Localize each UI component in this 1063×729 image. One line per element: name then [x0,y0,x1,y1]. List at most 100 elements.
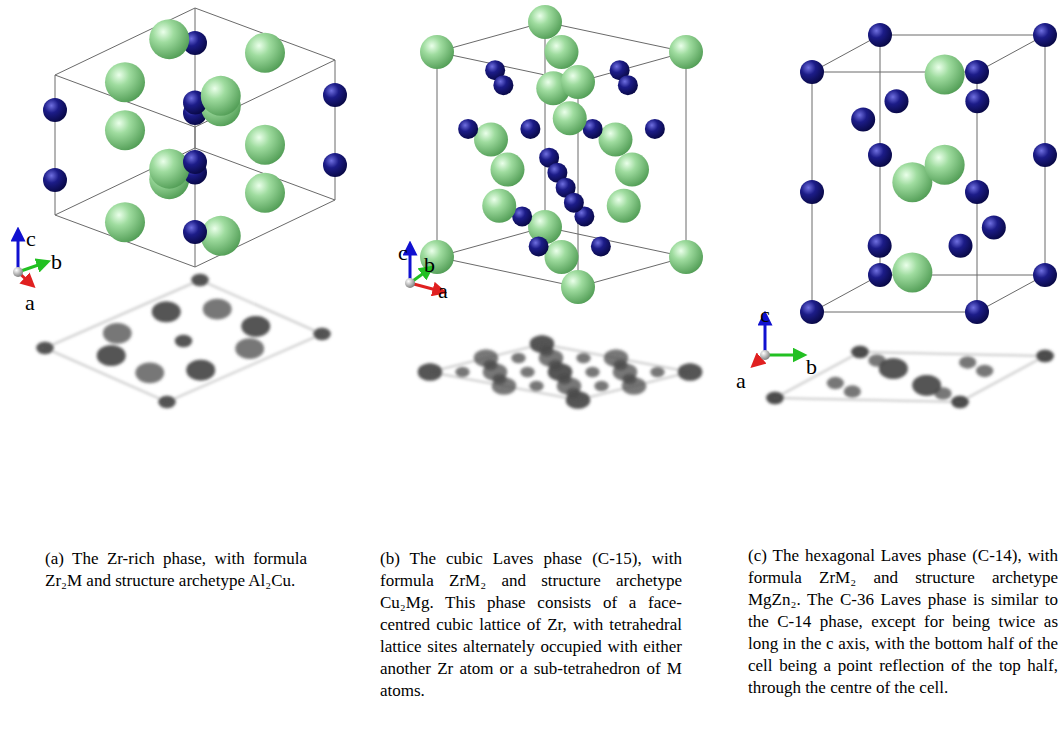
zr-atom [925,145,965,185]
atom-shadow [678,363,702,381]
m-atom [323,83,347,107]
m-atom [529,236,549,256]
atom-shadow [851,346,868,358]
axis-origin [405,278,415,288]
atom-shadow [566,391,590,409]
b-axis-arrow [765,354,800,357]
atom-shadow [418,363,442,381]
m-atom [851,107,875,131]
zr-atom [201,76,241,116]
shadow-b [418,335,702,409]
zr-atom [561,65,595,99]
cell-edge [880,35,1045,36]
figure-caption: (c) The hexagonal Laves phase (C-14), wi… [748,545,1058,699]
atom-shadow [1036,350,1053,362]
atom-shadow [103,323,132,344]
atom-shadow [186,360,215,381]
m-atom [1033,23,1057,47]
axis-label: b [806,354,817,379]
atom-shadow [678,363,702,381]
zr-atom [925,55,965,95]
m-atom [800,180,824,204]
m-atom [965,300,989,324]
m-atom [183,150,207,174]
zr-atom [201,216,241,256]
zr-atom [245,173,285,213]
zr-atom [105,110,145,150]
atom-shadow [235,338,264,359]
m-atom [868,263,892,287]
m-atom [43,168,67,192]
atom-shadow [175,335,192,347]
shadow-a [36,274,330,408]
unit-cell-a [43,8,347,267]
m-atom [965,89,989,113]
atom-shadow [455,367,469,377]
m-atom [323,153,347,177]
atom-shadow [203,299,232,320]
zr-atom [245,125,285,165]
axis-label: b [424,252,435,277]
atom-shadow [97,345,126,366]
atom-shadow [1036,350,1053,362]
axis-label: c [26,226,36,251]
m-atom [868,143,892,167]
atom-shadow [418,363,442,381]
atom-shadow [879,358,908,379]
axis-origin [760,350,770,360]
atom-shadow [175,335,192,347]
m-atom [43,98,67,122]
atom-shadow [827,377,844,389]
m-atom [564,193,584,213]
shadow-outline [45,280,322,402]
atom-shadow [492,377,516,395]
shadow-outline [430,344,690,400]
c-axis-arrow [409,248,412,283]
m-atom [800,60,824,84]
m-atom [1033,143,1057,167]
zr-atom [149,149,189,189]
atom-shadow [511,353,525,363]
shadow-outline [775,352,1045,402]
atom-shadow [566,391,590,409]
atom-shadow [313,328,330,340]
m-atom [949,234,973,258]
atom-shadow [36,342,53,354]
atom-shadow [241,316,270,337]
zr-atom [599,123,633,157]
axis-label: a [25,290,35,315]
cell-edge [437,52,438,257]
zr-atom [615,153,649,187]
axis-label: c [760,302,770,327]
cell-edge [812,312,977,313]
zr-atom [669,35,703,69]
atom-shadow [529,381,543,391]
m-atom [965,60,989,84]
axis-label: a [736,368,746,393]
atom-shadow [191,274,208,286]
zr-atom [553,101,587,135]
atom-shadow [241,316,270,337]
zr-atom [892,252,932,292]
atom-shadow [959,356,976,368]
m-atom [183,220,207,244]
atom-shadow [934,387,951,399]
projection-shadows [36,274,1053,409]
atom-shadow [186,360,215,381]
figure-caption: (a) The Zr-rich phase, with formula Zr₂M… [45,548,307,592]
axis-label: b [51,249,62,274]
m-atom [868,23,892,47]
zr-atom [491,153,525,187]
m-atom [982,216,1006,240]
atom-shadow [594,381,608,391]
atom-shadow [851,346,868,358]
m-atom [645,119,665,139]
atom-shadow [976,365,993,377]
zr-atom [482,189,516,223]
atom-shadow [879,358,908,379]
axis-triads [13,234,800,363]
zr-atom [105,202,145,242]
atom-shadow [844,385,861,397]
cell-edge [55,75,56,215]
m-atom [884,89,908,113]
